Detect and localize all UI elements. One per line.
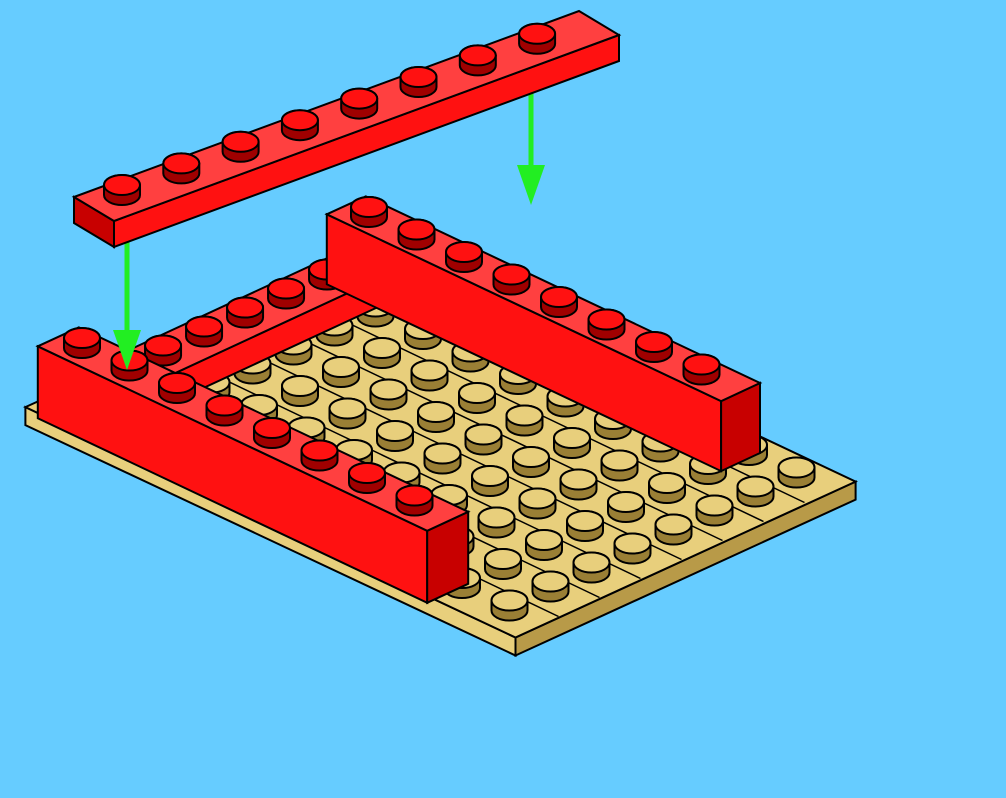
tan-stud — [779, 458, 815, 488]
floating-plate-stud — [163, 153, 199, 183]
tan-stud — [412, 361, 448, 391]
tan-stud — [533, 572, 569, 602]
tan-stud — [466, 425, 502, 455]
tan-stud — [377, 421, 413, 451]
tan-stud — [418, 402, 454, 432]
tan-stud — [485, 549, 521, 579]
tan-stud — [282, 376, 318, 406]
tan-stud — [574, 553, 610, 583]
tan-stud — [656, 515, 692, 545]
right-brick-stud — [446, 242, 482, 272]
floating-plate-stud — [341, 89, 377, 119]
tan-stud — [323, 357, 359, 387]
right-brick-stud — [636, 332, 672, 362]
floating-plate-stud — [519, 24, 555, 54]
right-brick-stud — [589, 310, 625, 340]
floating-plate-stud — [282, 110, 318, 140]
tan-stud — [526, 530, 562, 560]
tan-stud — [615, 534, 651, 564]
tan-stud — [507, 406, 543, 436]
tan-stud — [554, 428, 590, 458]
left-brick-stud — [64, 328, 100, 358]
tan-stud — [492, 591, 528, 621]
left-brick-stud — [159, 373, 195, 403]
left-brick-stud — [254, 418, 290, 448]
left-brick-stud — [349, 463, 385, 493]
left-brick-stud — [302, 441, 338, 471]
right-brick-stud — [494, 265, 530, 295]
tan-stud — [738, 477, 774, 507]
tan-stud — [649, 473, 685, 503]
right-brick-stud — [351, 197, 387, 227]
tan-stud — [479, 508, 515, 538]
back-plate-stud — [186, 317, 222, 347]
tan-stud — [697, 496, 733, 526]
floating-plate-stud — [223, 132, 259, 162]
tan-stud — [425, 444, 461, 474]
tan-stud — [561, 470, 597, 500]
tan-stud — [330, 399, 366, 429]
tan-stud — [520, 489, 556, 519]
tan-stud — [567, 511, 603, 541]
tan-stud — [608, 492, 644, 522]
tan-stud — [364, 338, 400, 368]
back-plate-stud — [227, 298, 263, 328]
floating-plate-stud — [460, 45, 496, 75]
tan-stud — [513, 447, 549, 477]
left-brick-stud — [397, 486, 433, 516]
floating-plate-stud — [104, 175, 140, 205]
back-plate-stud — [268, 279, 304, 309]
floating-plate-stud — [401, 67, 437, 97]
tan-stud — [371, 380, 407, 410]
right-brick-stud — [684, 355, 720, 385]
tan-stud — [459, 383, 495, 413]
right-brick-stud — [399, 220, 435, 250]
tan-stud — [602, 451, 638, 481]
right-brick-stud — [541, 287, 577, 317]
left-brick-stud — [207, 396, 243, 426]
tan-stud — [472, 466, 508, 496]
